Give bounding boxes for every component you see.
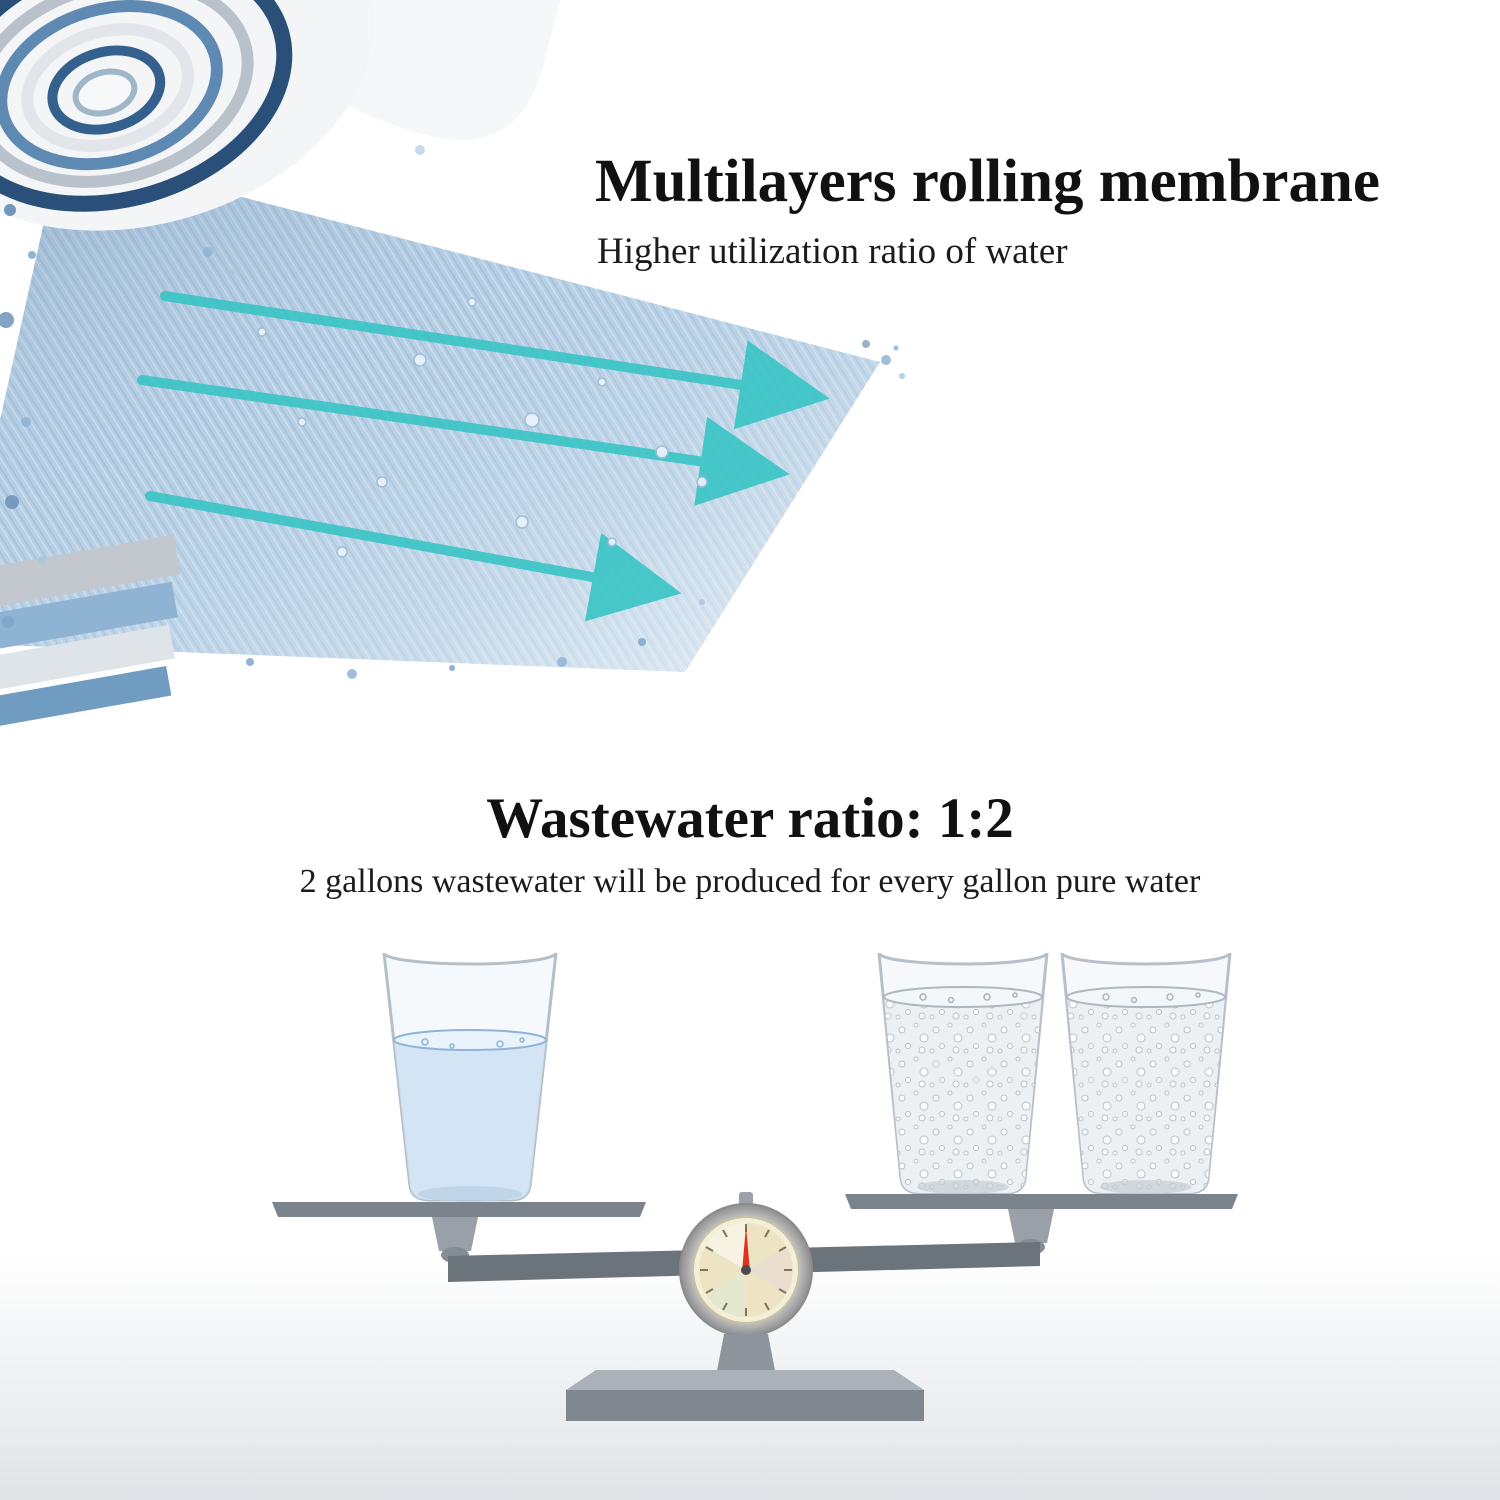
membrane-title: Multilayers rolling membrane (595, 148, 1380, 215)
scale-dial-icon (679, 1192, 813, 1337)
membrane-subtitle: Higher utilization ratio of water (597, 231, 1068, 273)
ratio-section: Wastewater ratio: 1:2 2 gallons wastewat… (0, 786, 1500, 901)
pure-water-glass-icon (382, 952, 558, 1202)
water-droplets-icon (257, 297, 708, 558)
membrane-section: Multilayers rolling membrane Higher util… (595, 148, 1475, 273)
membrane-roll-icon (0, 0, 560, 231)
balance-scale-illustration (272, 951, 1238, 1421)
water-splash-icon (0, 145, 905, 679)
wastewater-glass-2-icon (1060, 951, 1232, 1196)
membrane-layers-icon (0, 534, 181, 734)
scale-needle-icon (742, 1226, 750, 1272)
ratio-subtitle: 2 gallons wastewater will be produced fo… (299, 863, 1201, 900)
ratio-title: Wastewater ratio: 1:2 (486, 787, 1014, 850)
membrane-illustration (0, 0, 905, 734)
wastewater-glass-1-icon (877, 951, 1049, 1196)
scale-base-icon (566, 1334, 924, 1421)
